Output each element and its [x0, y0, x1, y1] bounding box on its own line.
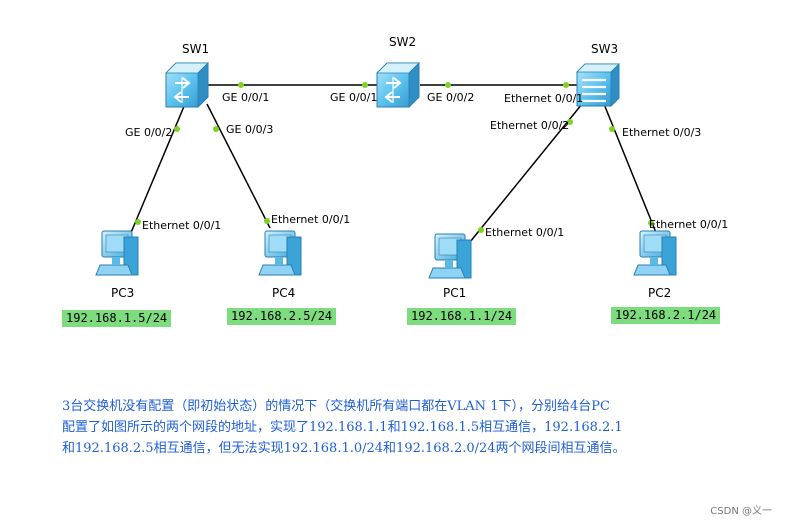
pc3-computer-icon[interactable]: [95, 230, 139, 276]
link-sw1-pc4: [206, 103, 271, 229]
link-sw3-pc1: [469, 103, 583, 243]
pc1-port-e001-label: Ethernet 0/0/1: [485, 226, 565, 239]
port-dot: [445, 82, 451, 88]
port-dots: [135, 82, 654, 233]
pc1-label: PC1: [443, 286, 467, 300]
port-dot: [213, 126, 219, 132]
pc4-label: PC4: [272, 286, 296, 300]
sw2-port-g001-label: GE 0/0/1: [330, 91, 378, 104]
pc4-port-e001-label: Ethernet 0/0/1: [271, 213, 351, 226]
note-line: 配置了如图所示的两个网段的地址，实现了192.168.1.1和192.168.1…: [62, 420, 623, 435]
note-line: 3台交换机没有配置（即初始状态）的情况下（交换机所有端口都在VLAN 1下），分…: [62, 399, 610, 414]
port-dot: [264, 218, 270, 224]
sw2-switch-icon[interactable]: [376, 62, 420, 108]
sw3-port-e003-label: Ethernet 0/0/3: [622, 126, 702, 139]
pc3-port-e001-label: Ethernet 0/0/1: [142, 219, 222, 232]
watermark: CSDN @义一: [710, 506, 772, 517]
sw1-port-g003-label: GE 0/0/3: [226, 123, 274, 136]
port-dot: [174, 126, 180, 132]
sw2-label: SW2: [389, 35, 417, 49]
pc3-label: PC3: [111, 286, 135, 300]
port-dot: [362, 82, 368, 88]
sw3-label: SW3: [591, 42, 619, 56]
port-dot: [648, 220, 654, 226]
description-note: 3台交换机没有配置（即初始状态）的情况下（交换机所有端口都在VLAN 1下），分…: [62, 396, 762, 459]
pc2-computer-icon[interactable]: [633, 230, 677, 276]
pc3-ip-badge: 192.168.1.5/24: [62, 310, 172, 327]
pc4-ip-badge: 192.168.2.5/24: [227, 308, 337, 325]
sw3-switch-icon[interactable]: [576, 63, 620, 107]
sw3-port-e001-label: Ethernet 0/0/1: [504, 92, 584, 105]
port-dot: [238, 82, 244, 88]
port-dot: [609, 126, 615, 132]
port-dot: [478, 227, 484, 233]
sw2-port-g002-label: GE 0/0/2: [427, 91, 475, 104]
pc2-port-e001-label: Ethernet 0/0/1: [649, 218, 729, 231]
note-line: 和192.168.2.5相互通信，但无法实现192.168.1.0/24和192…: [62, 441, 626, 456]
sw1-port-g002-label: GE 0/0/2: [125, 126, 173, 139]
link-sw3-pc2: [603, 103, 658, 236]
pc1-ip-badge: 192.168.1.1/24: [407, 308, 517, 325]
port-dot: [135, 219, 141, 225]
pc2-ip-badge: 192.168.2.1/24: [611, 307, 721, 324]
pc2-label: PC2: [648, 286, 672, 300]
pc4-computer-icon[interactable]: [258, 230, 302, 276]
sw1-port-g001-label: GE 0/0/1: [222, 91, 270, 104]
port-dot: [567, 119, 573, 125]
pc1-computer-icon[interactable]: [428, 233, 472, 279]
sw1-switch-icon[interactable]: [165, 62, 209, 108]
link-sw1-pc3: [129, 103, 186, 236]
port-dot: [563, 82, 569, 88]
sw1-label: SW1: [182, 42, 210, 56]
sw3-port-e002-label: Ethernet 0/0/2: [490, 119, 570, 132]
